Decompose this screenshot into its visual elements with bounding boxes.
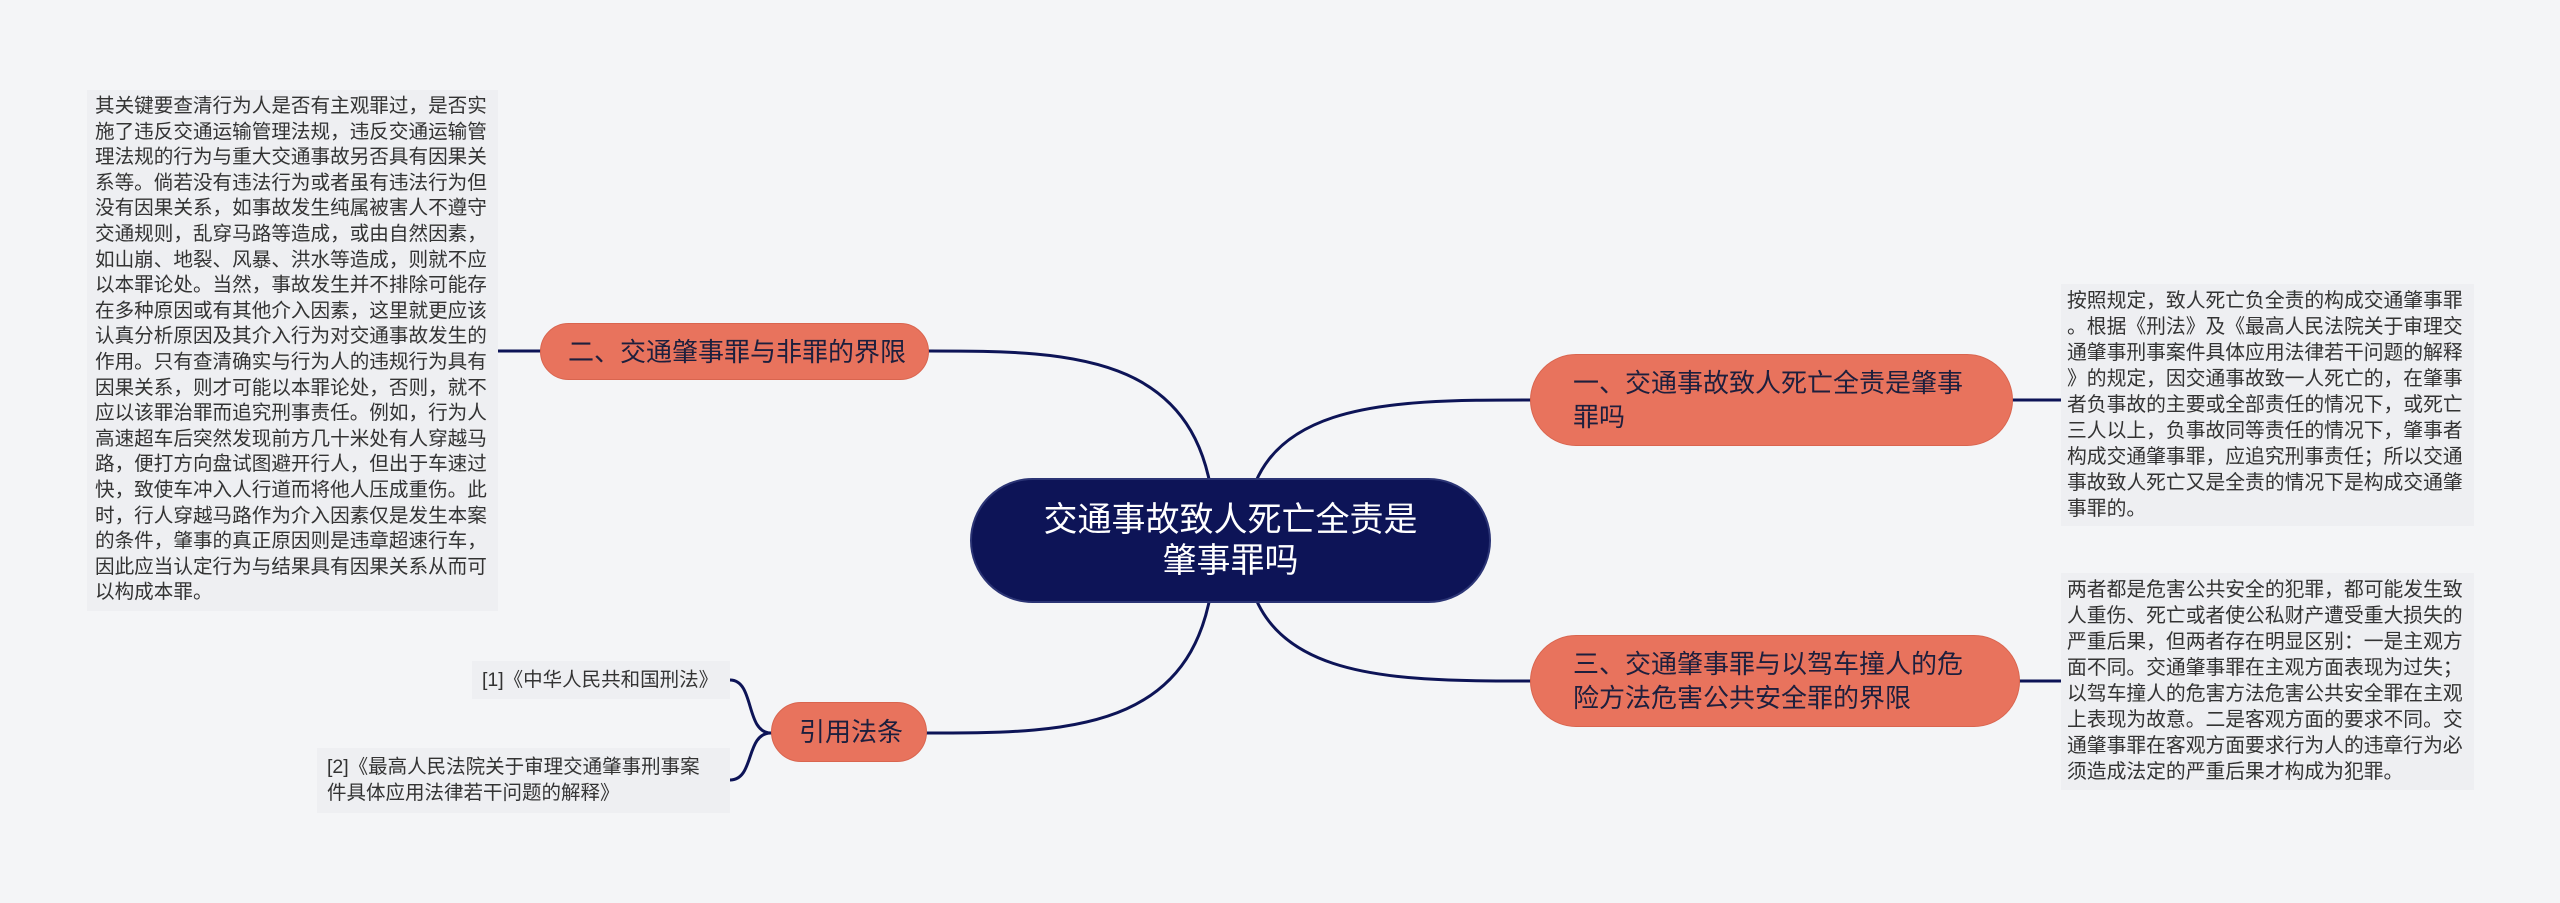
detail-text-line: 。根据《刑法》及《最高人民法院关于审理交: [2067, 316, 2463, 338]
detail-text-line: 人重伤、死亡或者使公私财产遭受重大损失的: [2067, 605, 2463, 627]
detail-text-line: 上表现为故意。二是客观方面的要求不同。交: [2067, 709, 2463, 731]
detail-text-line: 两者都是危害公共安全的犯罪，都可能发生致: [2067, 579, 2463, 601]
central-topic[interactable]: 交通事故致人死亡全责是 肇事罪吗: [970, 478, 1491, 603]
detail-text-line: 路，便打方向盘试图避开行人，但出于车速过: [95, 453, 487, 476]
topic-title-line: 罪吗: [1573, 402, 1626, 432]
detail-text-line: 构成交通肇事罪，应追究刑事责任；所以交通: [2067, 446, 2463, 468]
detail-text-line: 认真分析原因及其介入行为对交通事故发生的: [95, 325, 487, 348]
topic-left-2[interactable]: 引用法条: [771, 702, 927, 762]
topic-title-line: 险方法危害公共安全罪的界限: [1573, 683, 1912, 713]
connector-left-2-to-reference-2: [728, 731, 773, 782]
connector-center-to-left-2: [925, 538, 1217, 735]
reference-2[interactable]: [2]《最高人民法院关于审理交通肇事刑事案 件具体应用法律若干问题的解释》: [317, 748, 730, 813]
detail-text-line: 事罪的。: [2067, 498, 2147, 520]
reference-text-line: [1]《中华人民共和国刑法》: [482, 669, 719, 691]
detail-text-line: 的条件，肇事的真正原因则是违章超速行车，: [95, 530, 487, 553]
reference-1[interactable]: [1]《中华人民共和国刑法》: [472, 661, 730, 699]
detail-text-line: 施了违反交通运输管理法规，违反交通运输管: [95, 120, 487, 143]
detail-text-line: 如山崩、地裂、风暴、洪水等造成，则就不应: [95, 248, 487, 271]
detail-text-line: 应以该罪治罪而追究刑事责任。例如，行为人: [95, 402, 487, 425]
detail-text-line: 高速超车后突然发现前方几十米处有人穿越马: [95, 427, 487, 450]
detail-text-line: 以驾车撞人的危害方法危害公共安全罪在主观: [2067, 683, 2463, 705]
detail-text-line: 通肇事罪在客观方面要求行为人的违章行为必: [2067, 735, 2463, 757]
topic-right-2[interactable]: 三、交通肇事罪与以驾车撞人的危 险方法危害公共安全罪的界限: [1530, 635, 2020, 727]
detail-text-line: 以本罪论处。当然，事故发生并不排除可能存: [95, 274, 487, 297]
detail-text-line: 通肇事刑事案件具体应用法律若干问题的解释: [2067, 342, 2463, 364]
detail-text-line: 按照规定，致人死亡负全责的构成交通肇事罪: [2067, 290, 2463, 312]
topic-title-line: 一、交通事故致人死亡全责是肇事: [1573, 368, 1964, 398]
detail-text-line: 时，行人穿越马路作为介入因素仅是发生本案: [95, 504, 487, 527]
detail-text-line: 须造成法定的严重后果才构成为犯罪。: [2067, 761, 2404, 783]
detail-text-line: 交通规则，乱穿马路等造成，或由自然因素，: [95, 222, 487, 245]
topic-right-1-detail[interactable]: 按照规定，致人死亡负全责的构成交通肇事罪 。根据《刑法》及《最高人民法院关于审理…: [2061, 284, 2474, 526]
topic-left-1-detail[interactable]: 其关键要查清行为人是否有主观罪过，是否实 施了违反交通运输管理法规，违反交通运输…: [87, 90, 498, 611]
detail-text-line: 严重后果，但两者存在明显区别：一是主观方: [2067, 631, 2463, 653]
detail-text-line: 者负事故的主要或全部责任的情况下，或死亡: [2067, 394, 2463, 416]
detail-text-line: 在多种原因或有其他介入因素，这里就更应该: [95, 299, 487, 322]
topic-title-line: 三、交通肇事罪与以驾车撞人的危: [1573, 649, 1964, 679]
detail-text-line: 作用。只有查清确实与行为人的违规行为具有: [95, 350, 487, 373]
detail-text-line: 三人以上，负事故同等责任的情况下，肇事者: [2067, 420, 2463, 442]
detail-text-line: 因果关系，则才可能以本罪论处，否则，就不: [95, 376, 487, 399]
connector-left-2-to-reference-1: [728, 678, 773, 735]
detail-text-line: 快，致使车冲入人行道而将他人压成重伤。此: [95, 478, 487, 501]
detail-text-line: 》的规定，因交通事故致一人死亡的，在肇事: [2067, 368, 2463, 390]
connector-center-to-left-1: [927, 349, 1217, 542]
detail-text-line: 理法规的行为与重大交通事故另否具有因果关: [95, 146, 487, 169]
topic-title-line: 二、交通肇事罪与非罪的界限: [568, 336, 907, 367]
reference-text-line: [2]《最高人民法院关于审理交通肇事刑事案: [327, 756, 700, 778]
reference-text-line: 件具体应用法律若干问题的解释》: [327, 782, 620, 804]
topic-left-1[interactable]: 二、交通肇事罪与非罪的界限: [540, 323, 929, 380]
central-topic-line: 肇事罪吗: [1162, 541, 1299, 580]
detail-text-line: 面不同。交通肇事罪在主观方面表现为过失；: [2067, 657, 2463, 679]
detail-text-line: 因此应当认定行为与结果具有因果关系从而可: [95, 555, 487, 578]
topic-right-1[interactable]: 一、交通事故致人死亡全责是肇事 罪吗: [1530, 354, 2013, 446]
topic-right-2-detail[interactable]: 两者都是危害公共安全的犯罪，都可能发生致 人重伤、死亡或者使公私财产遭受重大损失…: [2061, 573, 2474, 790]
detail-text-line: 其关键要查清行为人是否有主观罪过，是否实: [95, 95, 487, 117]
detail-text-line: 系等。倘若没有违法行为或者虽有违法行为但: [95, 171, 487, 194]
central-topic-line: 交通事故致人死亡全责是: [1043, 500, 1418, 539]
topic-title-line: 引用法条: [799, 717, 904, 747]
detail-text-line: 事故致人死亡又是全责的情况下是构成交通肇: [2067, 472, 2463, 494]
detail-text-line: 以构成本罪。: [95, 581, 213, 604]
detail-text-line: 没有因果关系，如事故发生纯属被害人不遵守: [95, 197, 487, 220]
